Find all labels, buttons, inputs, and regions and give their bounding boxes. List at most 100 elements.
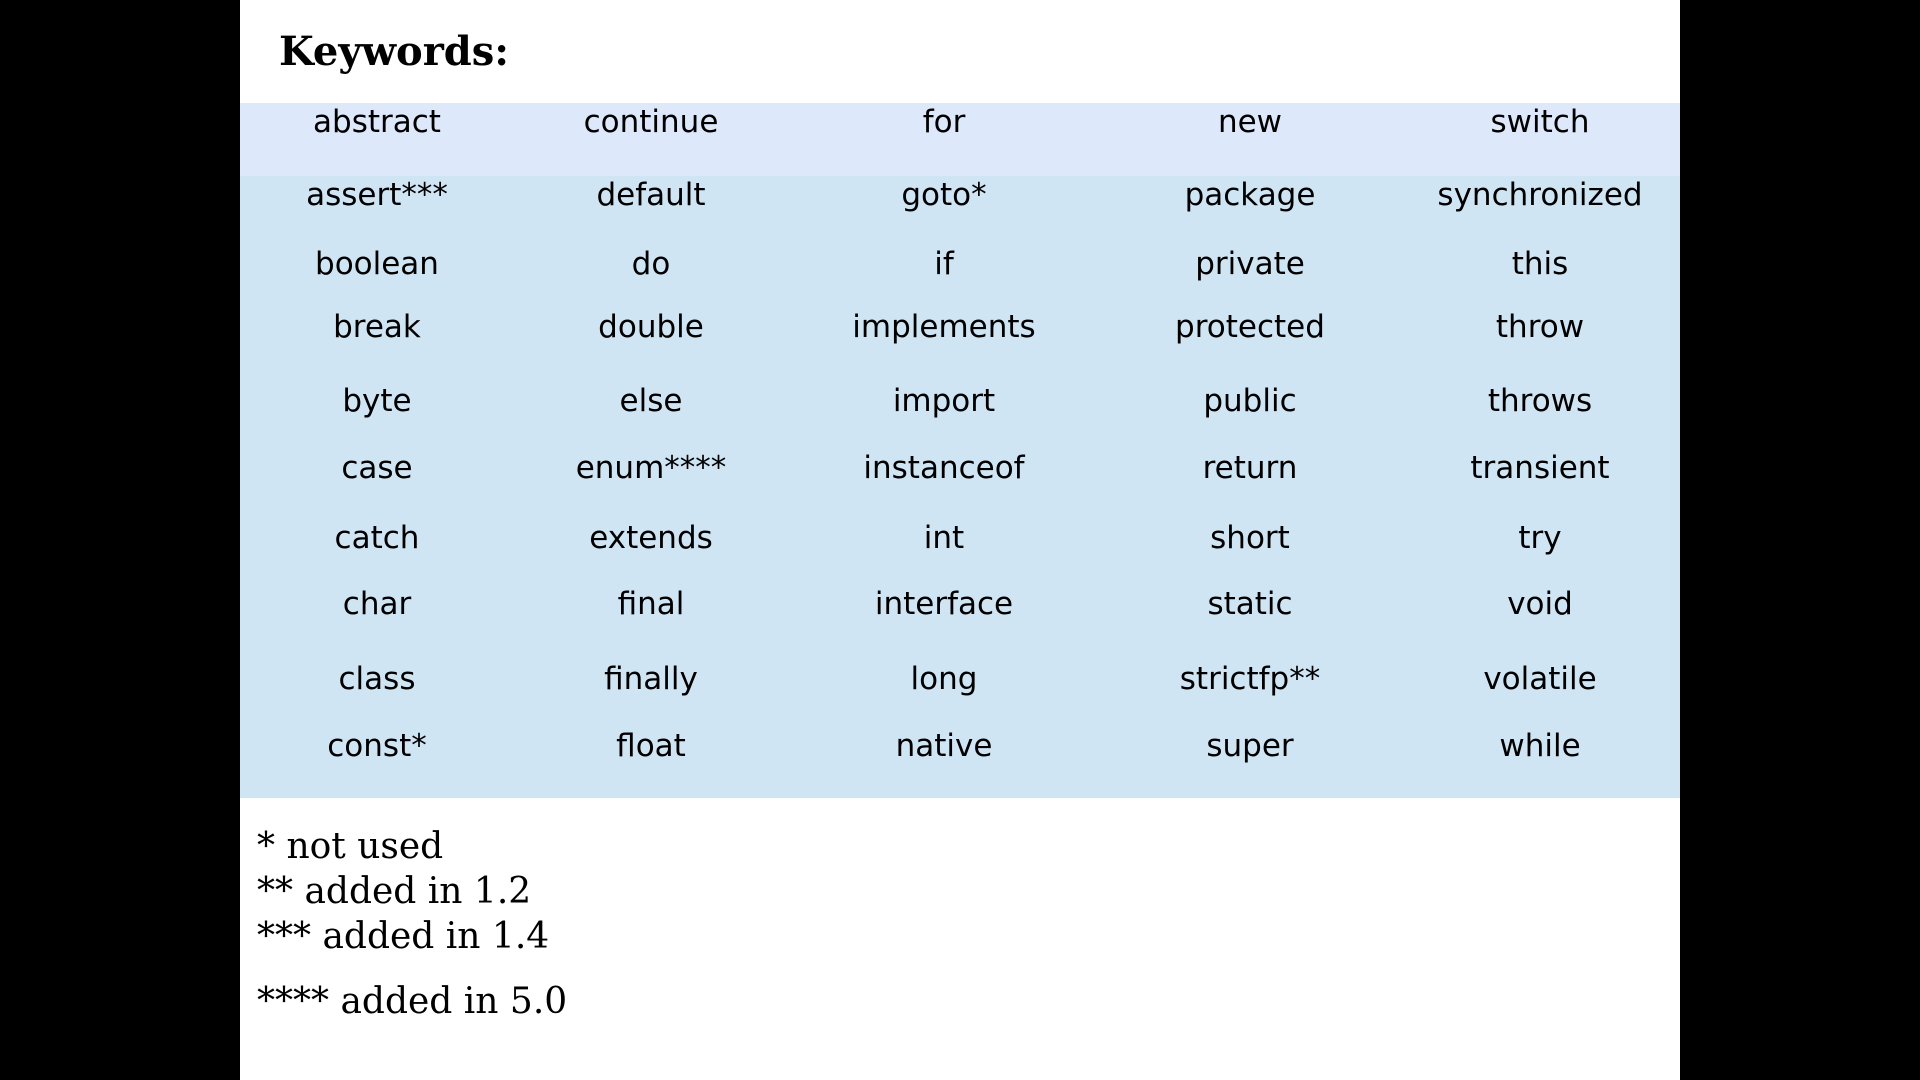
table-row: const* float native super while bbox=[240, 728, 1680, 792]
footnote-not-used: * not used bbox=[257, 826, 444, 867]
table-row: byte else import public throws bbox=[240, 382, 1680, 446]
keyword-text: short bbox=[1210, 520, 1290, 556]
keyword-text: catch bbox=[334, 520, 420, 556]
keyword-cell: do bbox=[514, 246, 788, 310]
keyword-cell: static bbox=[1100, 586, 1400, 650]
table-row: class finally long strictfp** volatile bbox=[240, 660, 1680, 724]
keyword-text: synchronized bbox=[1437, 177, 1643, 213]
keywords-table: abstract continue for new switch assert*** def… bbox=[240, 103, 1680, 798]
footnote-added-1-2: ** added in 1.2 bbox=[257, 871, 532, 912]
keyword-cell: volatile bbox=[1400, 660, 1680, 724]
keyword-cell: interface bbox=[788, 586, 1100, 650]
keyword-text: int bbox=[923, 520, 965, 556]
keyword-cell: assert*** bbox=[240, 176, 514, 240]
keyword-text: switch bbox=[1490, 104, 1590, 140]
keyword-cell: long bbox=[788, 660, 1100, 724]
keyword-text: public bbox=[1203, 383, 1297, 419]
keyword-text: protected bbox=[1175, 309, 1325, 345]
keyword-text: boolean bbox=[315, 246, 439, 282]
keyword-cell: short bbox=[1100, 520, 1400, 584]
keyword-text: implements bbox=[852, 309, 1036, 345]
table-row: catch extends int short try bbox=[240, 520, 1680, 584]
keyword-cell: int bbox=[788, 520, 1100, 584]
slide-title: Keywords: bbox=[279, 28, 510, 75]
keyword-text: abstract bbox=[313, 104, 441, 140]
keyword-text: package bbox=[1184, 177, 1316, 213]
keyword-text: private bbox=[1195, 246, 1305, 282]
table-row: boolean do if private this bbox=[240, 246, 1680, 310]
keyword-cell: transient bbox=[1400, 450, 1680, 514]
keyword-text: while bbox=[1499, 728, 1581, 764]
keyword-text: for bbox=[922, 104, 966, 140]
keyword-text: float bbox=[616, 728, 686, 764]
keyword-text: instanceof bbox=[863, 450, 1025, 486]
keyword-cell: double bbox=[514, 309, 788, 373]
keyword-cell: private bbox=[1100, 246, 1400, 310]
keyword-text: final bbox=[617, 586, 685, 622]
keyword-text: else bbox=[619, 383, 683, 419]
keyword-cell: abstract bbox=[240, 103, 514, 176]
keyword-text: return bbox=[1202, 450, 1298, 486]
footnote-added-1-4: *** added in 1.4 bbox=[257, 916, 550, 957]
keyword-text: long bbox=[910, 661, 978, 697]
keyword-cell: enum**** bbox=[514, 450, 788, 514]
keyword-text: native bbox=[895, 728, 993, 764]
table-row: assert*** default goto* package synchronized bbox=[240, 176, 1680, 240]
keyword-cell: void bbox=[1400, 586, 1680, 650]
keyword-cell: new bbox=[1100, 103, 1400, 176]
keyword-text: transient bbox=[1470, 450, 1610, 486]
keyword-text: if bbox=[934, 246, 954, 282]
table-row: char final interface static void bbox=[240, 586, 1680, 650]
keyword-cell: catch bbox=[240, 520, 514, 584]
keyword-cell: package bbox=[1100, 176, 1400, 240]
keyword-cell: try bbox=[1400, 520, 1680, 584]
keyword-cell: for bbox=[788, 103, 1100, 176]
keyword-text: do bbox=[631, 246, 671, 282]
keyword-cell: switch bbox=[1400, 103, 1680, 176]
keyword-text: throws bbox=[1487, 383, 1593, 419]
keyword-text: static bbox=[1207, 586, 1293, 622]
keyword-cell: throws bbox=[1400, 382, 1680, 446]
keyword-cell: continue bbox=[514, 103, 788, 176]
keyword-text: extends bbox=[589, 520, 713, 556]
keyword-text: char bbox=[342, 586, 412, 622]
keyword-cell: const* bbox=[240, 728, 514, 792]
keyword-cell: import bbox=[788, 382, 1100, 446]
keyword-cell: byte bbox=[240, 382, 514, 446]
keyword-cell: super bbox=[1100, 728, 1400, 792]
keyword-cell: implements bbox=[788, 309, 1100, 373]
keyword-text: byte bbox=[342, 383, 412, 419]
table-row: case enum**** instanceof return transient bbox=[240, 450, 1680, 514]
footnote-added-5-0: **** added in 5.0 bbox=[257, 981, 568, 1022]
keyword-text: default bbox=[596, 177, 706, 213]
keyword-cell: goto* bbox=[788, 176, 1100, 240]
keyword-text: assert*** bbox=[306, 177, 448, 213]
keyword-text: case bbox=[341, 450, 413, 486]
keyword-cell: protected bbox=[1100, 309, 1400, 373]
keyword-text: double bbox=[598, 309, 704, 345]
keyword-text: strictfp** bbox=[1179, 661, 1321, 697]
keyword-cell: break bbox=[240, 309, 514, 373]
keyword-text: try bbox=[1518, 520, 1562, 556]
keyword-text: void bbox=[1507, 586, 1573, 622]
keyword-cell: float bbox=[514, 728, 788, 792]
keyword-cell: native bbox=[788, 728, 1100, 792]
keyword-cell: extends bbox=[514, 520, 788, 584]
keyword-text: finally bbox=[604, 661, 698, 697]
keyword-text: interface bbox=[874, 586, 1014, 622]
keyword-text: volatile bbox=[1483, 661, 1597, 697]
keyword-cell: case bbox=[240, 450, 514, 514]
keyword-cell: synchronized bbox=[1400, 176, 1680, 240]
keyword-text: enum**** bbox=[575, 450, 727, 486]
keyword-cell: instanceof bbox=[788, 450, 1100, 514]
keyword-cell: char bbox=[240, 586, 514, 650]
keyword-text: this bbox=[1511, 246, 1569, 282]
slide: Keywords: abstract continue for new switch as… bbox=[240, 0, 1680, 1080]
keyword-cell: else bbox=[514, 382, 788, 446]
keyword-cell: boolean bbox=[240, 246, 514, 310]
table-row: abstract continue for new switch bbox=[240, 103, 1680, 176]
keyword-text: class bbox=[338, 661, 416, 697]
keyword-cell: strictfp** bbox=[1100, 660, 1400, 724]
keyword-cell: class bbox=[240, 660, 514, 724]
